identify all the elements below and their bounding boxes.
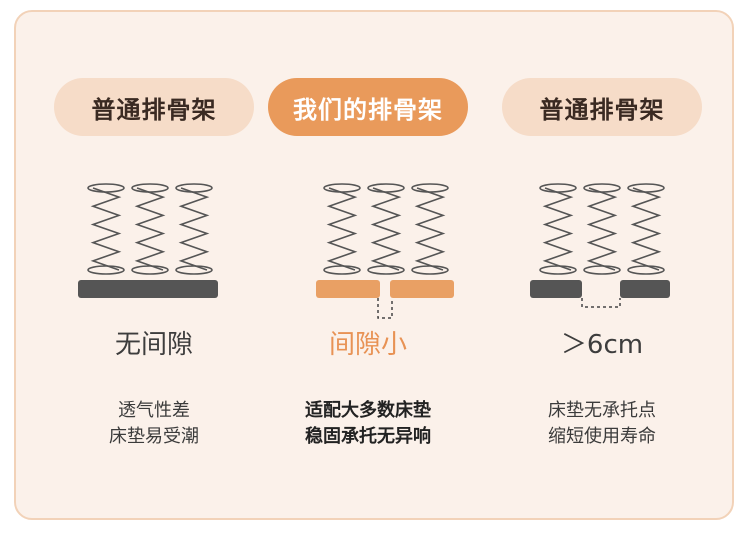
description-line: 床垫易受潮 xyxy=(109,426,199,447)
springs-on-split-slat xyxy=(316,183,454,319)
description-line: 稳固承托无异响 xyxy=(305,426,431,447)
description-line: 缩短使用寿命 xyxy=(548,426,656,447)
description-line: 透气性差 xyxy=(118,400,190,421)
column-description: 适配大多数床垫 稳固承托无异响 xyxy=(268,398,468,450)
gap-indicator xyxy=(377,298,393,319)
gap-label: 间隙小 xyxy=(328,330,407,360)
coil-spring-icon xyxy=(539,183,665,275)
coil-spring-icon xyxy=(87,183,213,275)
gap-label: ＞6cm xyxy=(560,330,644,360)
coil-spring-icon xyxy=(323,183,361,275)
coil-spring-icon xyxy=(627,183,665,275)
column-description: 透气性差 床垫易受潮 xyxy=(54,398,254,450)
coil-spring-icon xyxy=(539,183,577,275)
column-ours-small-gap: 我们的排骨架 间隙小 适配大多数床垫 稳固承托无异响 xyxy=(268,12,468,518)
column-header: 普通排骨架 xyxy=(54,78,254,136)
description-line: 适配大多数床垫 xyxy=(305,400,431,421)
coil-spring-icon xyxy=(131,183,169,275)
coil-spring-icon xyxy=(175,183,213,275)
comparison-card: 普通排骨架 无间隙 透气性差 床垫易受潮 我们的排骨架 间隙小 适配大多数床垫 … xyxy=(14,10,734,520)
bed-slat-icon xyxy=(620,280,670,298)
column-header: 我们的排骨架 xyxy=(268,78,468,136)
coil-spring-icon xyxy=(583,183,621,275)
springs-on-solid-slat xyxy=(78,183,218,298)
bed-slat-icon xyxy=(316,280,380,298)
column-ordinary-large-gap: 普通排骨架 ＞6cm 床垫无承托点 缩短使用寿命 xyxy=(502,12,702,518)
coil-spring-icon xyxy=(87,183,125,275)
bed-slat-icon xyxy=(530,280,582,298)
description-line: 床垫无承托点 xyxy=(548,400,656,421)
gap-label: 无间隙 xyxy=(114,330,193,360)
gap-indicator xyxy=(581,298,621,308)
coil-spring-icon xyxy=(323,183,449,275)
column-header: 普通排骨架 xyxy=(502,78,702,136)
coil-spring-icon xyxy=(411,183,449,275)
column-ordinary-no-gap: 普通排骨架 无间隙 透气性差 床垫易受潮 xyxy=(54,12,254,518)
bed-slat-icon xyxy=(78,280,218,298)
column-description: 床垫无承托点 缩短使用寿命 xyxy=(502,398,702,450)
coil-spring-icon xyxy=(367,183,405,275)
springs-on-wide-gap-slat xyxy=(530,183,670,308)
bed-slat-icon xyxy=(390,280,454,298)
